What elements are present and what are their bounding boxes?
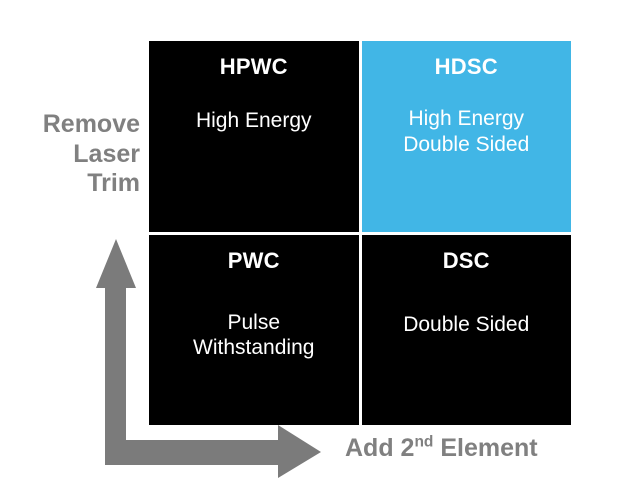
quadrant-hpwc[interactable]: HPWC High Energy: [149, 41, 359, 232]
quadrant-pwc-body-line-2: Withstanding: [193, 336, 315, 360]
quadrant-pwc-body-line-1: Pulse: [227, 310, 281, 334]
quadrant-hdsc-title: HDSC: [434, 54, 498, 79]
quadrant-hdsc-body: High Energy Double Sided: [397, 106, 535, 157]
horizontal-axis-label-prefix: Add 2: [345, 434, 415, 462]
horizontal-axis-label-superscript: nd: [414, 433, 434, 451]
quadrant-hpwc-title: HPWC: [219, 54, 288, 79]
quadrant-dsc-body: Double Sided: [397, 312, 535, 338]
quadrant-hpwc-body: High Energy: [190, 108, 318, 134]
horizontal-axis-label-suffix: Element: [433, 434, 538, 462]
quadrant-pwc[interactable]: PWC Pulse Withstanding: [149, 234, 359, 425]
quadrant-dsc-body-line-1: Double Sided: [403, 312, 530, 336]
quadrant-pwc-body: Pulse Withstanding: [187, 310, 320, 361]
quadrant-hpwc-body-line-1: High Energy: [195, 109, 312, 133]
vertical-axis-label-line-2: Laser: [73, 139, 140, 168]
quadrant-hdsc[interactable]: HDSC High Energy Double Sided: [361, 41, 571, 232]
quadrant-hdsc-body-line-2: Double Sided: [403, 132, 530, 156]
quadrant-dsc-title: DSC: [442, 247, 490, 273]
vertical-axis-label: Remove Laser Trim: [0, 110, 140, 199]
quadrant-hdsc-body-line-1: High Energy: [408, 107, 525, 131]
vertical-axis-label-line-1: Remove: [42, 110, 140, 138]
vertical-axis-label-line-3: Trim: [87, 169, 140, 197]
horizontal-axis-arrow: [105, 425, 321, 478]
vertical-axis-arrow: [96, 239, 136, 465]
quadrant-matrix: HPWC High Energy HDSC High Energy Double…: [149, 41, 571, 425]
quadrant-pwc-title: PWC: [227, 247, 280, 273]
quadrant-dsc[interactable]: DSC Double Sided: [361, 234, 571, 425]
horizontal-axis-label: Add 2nd Element: [345, 434, 538, 464]
